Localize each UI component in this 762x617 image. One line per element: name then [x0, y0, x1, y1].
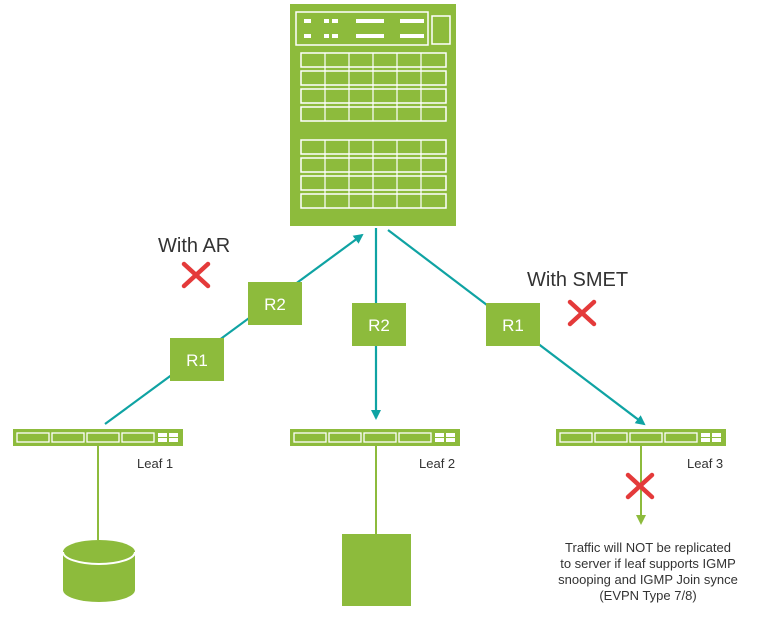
leaf-switch-2: Leaf 2	[290, 429, 460, 471]
svg-text:R2: R2	[368, 316, 390, 335]
svg-text:R1: R1	[186, 351, 208, 370]
leaf-switch-icon	[290, 429, 460, 446]
with-ar-label: With AR	[158, 235, 230, 257]
red-x-icon	[181, 261, 211, 289]
leaf1-to-spine-link	[104, 233, 364, 425]
svg-text:snooping and IGMP Join synce: snooping and IGMP Join synce	[558, 572, 738, 587]
red-x-icon	[567, 299, 597, 327]
svg-text:R2: R2	[264, 295, 286, 314]
server-box-icon	[342, 534, 411, 606]
spine-switch	[290, 4, 456, 226]
svg-text:Traffic will NOT be replicated: Traffic will NOT be replicated	[565, 540, 731, 555]
red-x-icon	[625, 472, 655, 500]
leaf-3-label: Leaf 3	[687, 456, 723, 471]
database-cylinder-icon	[62, 540, 136, 602]
replication-label-leaf2-r2: R2	[352, 303, 406, 346]
leaf-switch-icon	[13, 429, 183, 446]
replication-note: Traffic will NOT be replicated to server…	[558, 540, 738, 603]
svg-text:R1: R1	[502, 316, 524, 335]
leaf-2-label: Leaf 2	[419, 456, 455, 471]
leaf-switch-3: Leaf 3	[556, 429, 726, 471]
replication-label-leaf1-r2: R2	[248, 282, 302, 325]
svg-text:to server if leaf supports IGM: to server if leaf supports IGMP	[560, 556, 736, 571]
replication-label-leaf1-r1: R1	[170, 338, 224, 381]
replication-label-leaf3-r1: R1	[486, 303, 540, 346]
leaf-1-label: Leaf 1	[137, 456, 173, 471]
leaf-switch-icon	[556, 429, 726, 446]
leaf-switch-1: Leaf 1	[13, 429, 183, 471]
with-smet-label: With SMET	[527, 269, 628, 291]
svg-text:(EVPN Type 7/8): (EVPN Type 7/8)	[599, 588, 696, 603]
